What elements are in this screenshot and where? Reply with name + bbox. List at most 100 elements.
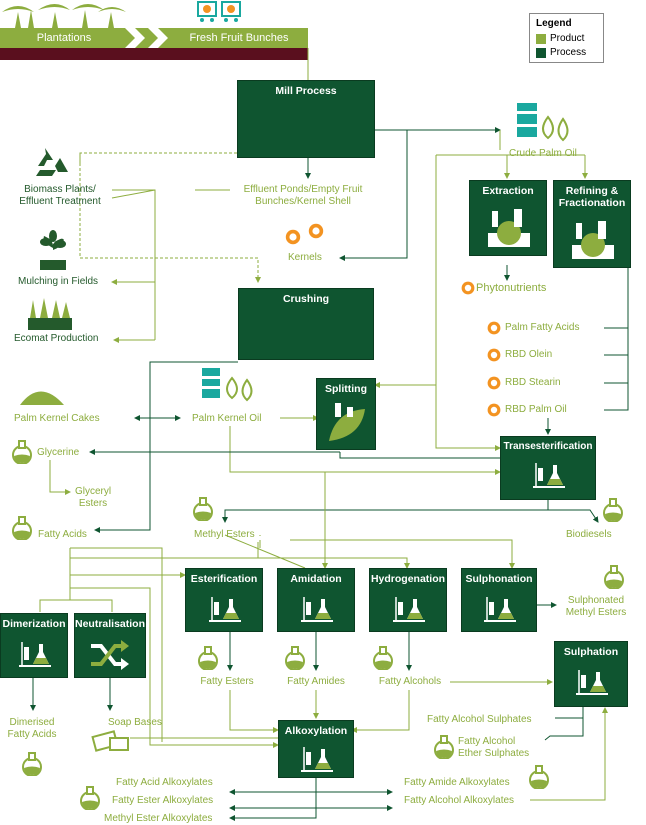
- lab-icon: [300, 596, 334, 622]
- label-ecomat: Ecomat Production: [14, 333, 99, 344]
- label-sulphonated-1: Sulphonated: [567, 595, 625, 606]
- process-crushing-label: Crushing: [282, 293, 330, 305]
- legend-product-label: Product: [550, 33, 585, 44]
- shuffle-icon: [91, 640, 129, 670]
- process-sulphonation: Sulphonation: [461, 568, 537, 632]
- label-sulphonated-2: Methyl Esters: [565, 607, 627, 618]
- process-neutralisation-label: Neutralisation: [75, 618, 146, 630]
- label-mulching: Mulching in Fields: [18, 276, 99, 287]
- label-fatty-alcohol-alkoxylates: Fatty Alcohol Alkoxylates: [404, 795, 515, 806]
- label-methyl-esters: Methyl Esters: [194, 529, 255, 540]
- process-splitting-label: Splitting: [325, 383, 367, 395]
- label-biomass-2: Effluent Treatment: [19, 196, 101, 207]
- cart-icon: [197, 1, 241, 22]
- label-rbd-palm-oil: RBD Palm Oil: [505, 404, 567, 415]
- lab-icon: [208, 596, 242, 622]
- process-extraction: Extraction: [469, 180, 547, 256]
- label-fa-ether-1: Fatty Alcohol: [458, 736, 516, 747]
- label-rbd-olein: RBD Olein: [505, 349, 553, 360]
- process-mill: Mill Process: [237, 80, 375, 158]
- lab-icon: [532, 462, 566, 488]
- label-fatty-amide-alkoxylates: Fatty Amide Alkoxylates: [404, 777, 510, 788]
- process-transesterification-label: Transesterification: [503, 441, 593, 452]
- label-palm-kernel-cakes: Palm Kernel Cakes: [14, 413, 100, 424]
- process-sulphonation-label: Sulphonation: [465, 573, 533, 585]
- process-transesterification: Transesterification: [500, 436, 596, 500]
- lab-icon: [300, 746, 334, 772]
- process-esterification-label: Esterification: [190, 573, 258, 585]
- lab-icon: [18, 641, 52, 667]
- process-sulphation: Sulphation: [554, 641, 628, 707]
- lab-icon: [392, 596, 426, 622]
- label-fatty-alcohol-sulphates: Fatty Alcohol Sulphates: [427, 714, 532, 725]
- label-soap-bases: Soap Bases: [108, 717, 162, 728]
- process-neutralisation: Neutralisation: [74, 613, 146, 678]
- label-fatty-acids: Fatty Acids: [38, 529, 87, 540]
- label-fatty-alcohols: Fatty Alcohols: [378, 676, 442, 687]
- process-refining-label-1: Refining &: [565, 185, 619, 197]
- legend-title: Legend: [536, 18, 572, 29]
- process-sulphation-label: Sulphation: [563, 646, 619, 658]
- process-hydrogenation: Hydrogenation: [369, 568, 447, 632]
- label-fa-ether-2: Ether Sulphates: [458, 748, 530, 759]
- label-palm-fatty-acids: Palm Fatty Acids: [505, 322, 580, 333]
- extraction-icon: [488, 209, 530, 247]
- lab-icon: [575, 669, 609, 695]
- process-mill-label: Mill Process: [275, 85, 337, 97]
- label-glyceryl-2: Esters: [78, 498, 108, 509]
- label-rbd-stearin: RBD Stearin: [505, 377, 561, 388]
- process-alkoxylation-label: Alkoxylation: [284, 725, 348, 737]
- process-crushing: Crushing: [238, 288, 374, 360]
- process-hydrogenation-label: Hydrogenation: [370, 573, 446, 585]
- palm-tree-icon: [2, 4, 126, 28]
- label-fatty-ester-alkoxylates: Fatty Ester Alkoxylates: [112, 795, 214, 806]
- label-fatty-acid-alkoxylates: Fatty Acid Alkoxylates: [116, 777, 213, 788]
- label-fatty-esters: Fatty Esters: [200, 676, 254, 687]
- recycle-icon: [36, 148, 68, 176]
- label-phytonutrients: Phytonutrients: [476, 282, 547, 294]
- label-crude-palm-oil: Crude Palm Oil: [509, 148, 577, 159]
- process-extraction-label: Extraction: [482, 185, 534, 197]
- label-biomass-1: Biomass Plants/: [24, 184, 96, 195]
- label-dimerised-2: Fatty Acids: [7, 729, 57, 740]
- process-alkoxylation: Alkoxylation: [278, 720, 354, 778]
- process-dimerization: Dimerization: [0, 613, 68, 678]
- label-biodiesels: Biodiesels: [566, 529, 612, 540]
- soap-icon: [91, 730, 129, 752]
- oil-drum-icon: [202, 103, 569, 402]
- process-dimerization-label: Dimerization: [2, 618, 66, 630]
- process-refining: Refining &Fractionation: [553, 180, 631, 268]
- banner-plantations: Plantations: [36, 32, 92, 44]
- label-fatty-amides: Fatty Amides: [287, 676, 345, 687]
- legend: Legend Product Process: [529, 13, 604, 63]
- plant-icon: [40, 230, 66, 270]
- label-biomass: Biomass Plants/Effluent Treatment: [19, 184, 101, 208]
- process-refining-label-2: Fractionation: [558, 197, 626, 209]
- process-splitting: Splitting: [316, 378, 376, 450]
- label-kernels: Kernels: [288, 252, 322, 263]
- grass-icon: [28, 298, 72, 330]
- banner-fresh-fruit-bunches: Fresh Fruit Bunches: [189, 32, 289, 44]
- label-dimerised-1: Dimerised: [9, 717, 55, 728]
- process-amidation: Amidation: [277, 568, 355, 632]
- label-effluent-1: Effluent Ponds/Empty Fruit: [243, 184, 363, 195]
- label-glycerine: Glycerine: [37, 447, 80, 458]
- process-esterification: Esterification: [185, 568, 263, 632]
- leaf-icon: [329, 403, 365, 441]
- legend-process-swatch: [536, 48, 546, 58]
- legend-product-swatch: [536, 34, 546, 44]
- label-glyceryl-1: Glyceryl: [74, 486, 112, 497]
- label-methyl-ester-alkoxylates: Methyl Ester Alkoxylates: [104, 813, 213, 824]
- label-effluent-2: Bunches/Kernel Shell: [255, 196, 351, 207]
- kernel-icon: [461, 281, 501, 417]
- lab-icon: [483, 596, 517, 622]
- legend-process-label: Process: [550, 47, 587, 58]
- process-amidation-label: Amidation: [290, 573, 342, 585]
- process-refining-title: Refining &Fractionation: [554, 185, 630, 209]
- label-palm-kernel-oil: Palm Kernel Oil: [192, 413, 262, 424]
